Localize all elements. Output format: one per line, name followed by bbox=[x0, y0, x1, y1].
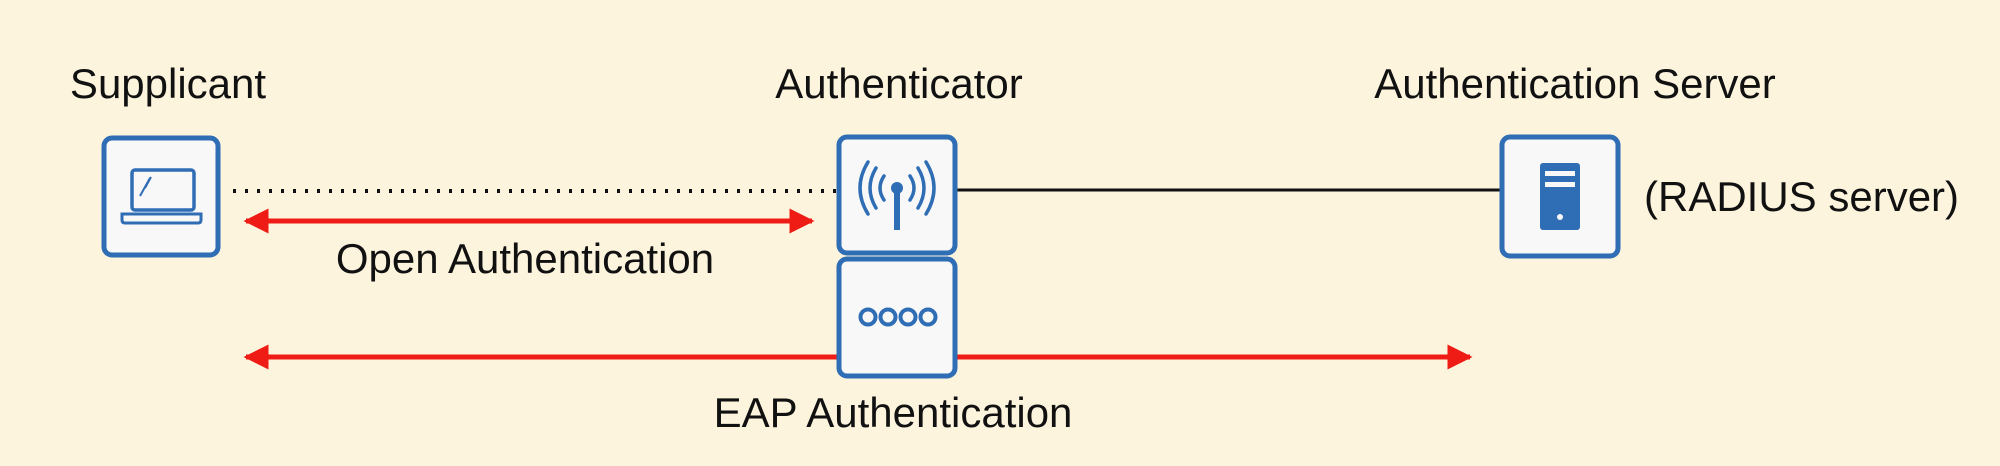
supplicant-label: Supplicant bbox=[69, 60, 267, 107]
radius-server-note: (RADIUS server) bbox=[1644, 173, 1960, 220]
eap-authentication-label: EAP Authentication bbox=[713, 389, 1073, 436]
switch-icon bbox=[836, 256, 958, 379]
authentication-server-label: Authentication Server bbox=[1374, 60, 1776, 107]
laptop-icon bbox=[101, 135, 221, 258]
wireless-access-point-icon bbox=[836, 134, 958, 256]
server-icon bbox=[1499, 134, 1621, 259]
open-authentication-label: Open Authentication bbox=[335, 235, 715, 282]
authenticator-label: Authenticator bbox=[775, 60, 1023, 107]
